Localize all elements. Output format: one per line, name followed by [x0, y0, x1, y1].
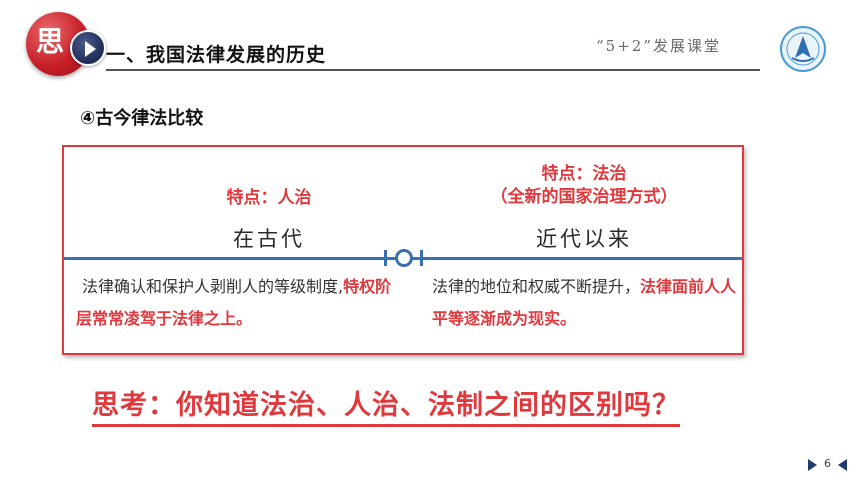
ancient-desc-text: 法律确认和保护人剥削人的等级制度,	[82, 277, 344, 296]
subheading: ④古今律法比较	[80, 108, 204, 129]
section-title: 一、我国法律发展的历史	[106, 44, 327, 66]
ancient-desc-highlight: 特权阶层常常凌驾于法律之上。	[76, 277, 392, 328]
play-icon[interactable]	[70, 30, 106, 66]
think-badge-char: 思	[36, 25, 65, 58]
page-number: 6	[824, 457, 831, 470]
ancient-feature: 特点：人治	[226, 188, 312, 208]
modern-era-label: 近代以来	[536, 227, 632, 251]
thinking-question: 思考：你知道法治、人治、法制之间的区别吗？	[92, 383, 680, 427]
prev-arrow-icon[interactable]	[838, 459, 847, 471]
timeline-node	[395, 249, 413, 267]
timeline-tick-left	[384, 250, 387, 266]
modern-feature: 特点：法治 （全新的国家治理方式）	[444, 163, 724, 209]
header-divider	[106, 69, 760, 71]
next-arrow-icon[interactable]	[808, 459, 817, 471]
school-emblem-icon	[780, 26, 826, 72]
timeline-tick-right	[420, 250, 423, 266]
comparison-box: 特点：人治 特点：法治 （全新的国家治理方式） 在古代 近代以来 法律确认和保护…	[62, 145, 744, 355]
ancient-era-label: 在古代	[233, 227, 305, 251]
ancient-description: 法律确认和保护人剥削人的等级制度,特权阶层常常凌驾于法律之上。	[76, 271, 394, 335]
course-slogan: “5+2”发展课堂	[596, 37, 721, 55]
modern-feature-line1: 特点：法治	[541, 164, 627, 184]
modern-feature-line2: （全新的国家治理方式）	[490, 186, 678, 207]
modern-desc-text: 法律的地位和权威不断提升，	[432, 277, 641, 296]
modern-description: 法律的地位和权威不断提升，法律面前人人平等逐渐成为现实。	[432, 271, 738, 335]
modern-desc-highlight: 法律面前人人平等逐渐成为现实。	[432, 277, 737, 328]
